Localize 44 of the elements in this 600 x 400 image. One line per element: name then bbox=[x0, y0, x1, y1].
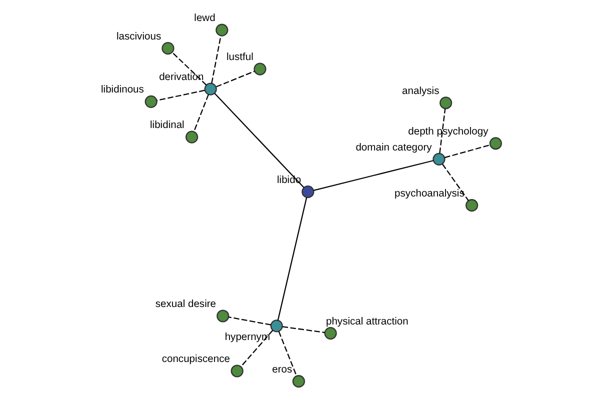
node-circle bbox=[216, 310, 229, 322]
node-label: lustful bbox=[226, 52, 253, 64]
node-circle bbox=[204, 82, 216, 96]
connector bbox=[312, 160, 433, 191]
node-label: depth psychology bbox=[408, 126, 488, 138]
node-circle bbox=[144, 95, 157, 108]
node-circle bbox=[324, 327, 336, 340]
connector bbox=[240, 330, 273, 367]
connector bbox=[210, 36, 221, 84]
node-label: eros bbox=[272, 364, 292, 376]
node-circle bbox=[270, 320, 282, 332]
connector bbox=[214, 92, 304, 188]
connector bbox=[216, 70, 254, 88]
node-label: domain category bbox=[355, 142, 432, 154]
node-label: lascivious bbox=[116, 31, 161, 42]
node-label: libidinal bbox=[150, 120, 184, 132]
node-label: analysis bbox=[402, 86, 439, 97]
node-circle bbox=[230, 364, 243, 378]
connector bbox=[444, 144, 490, 158]
node-circle bbox=[465, 199, 478, 212]
connector bbox=[438, 108, 446, 154]
node-circle bbox=[301, 186, 314, 198]
connector bbox=[228, 316, 270, 326]
node-label: physical attraction bbox=[325, 316, 408, 328]
connector bbox=[282, 326, 324, 334]
node-circle bbox=[185, 130, 198, 144]
connector bbox=[192, 94, 208, 132]
connector bbox=[278, 331, 297, 376]
node-circle bbox=[432, 152, 445, 166]
node-label: lewd bbox=[194, 13, 215, 24]
node-label: sexual desire bbox=[154, 299, 216, 310]
node-label: libidinous bbox=[100, 84, 144, 96]
node-label: concupiscence bbox=[161, 354, 230, 366]
connector bbox=[156, 90, 204, 101]
node-circle bbox=[439, 96, 452, 110]
node-circle bbox=[488, 137, 502, 150]
node-circle bbox=[215, 24, 228, 36]
node-label: psychoanalysis bbox=[394, 188, 464, 200]
node-circle bbox=[292, 375, 304, 388]
connector bbox=[442, 164, 468, 201]
connector bbox=[276, 197, 307, 320]
node-label: hypernym bbox=[224, 332, 270, 343]
node-circle bbox=[161, 42, 174, 55]
node-circle bbox=[253, 62, 266, 76]
